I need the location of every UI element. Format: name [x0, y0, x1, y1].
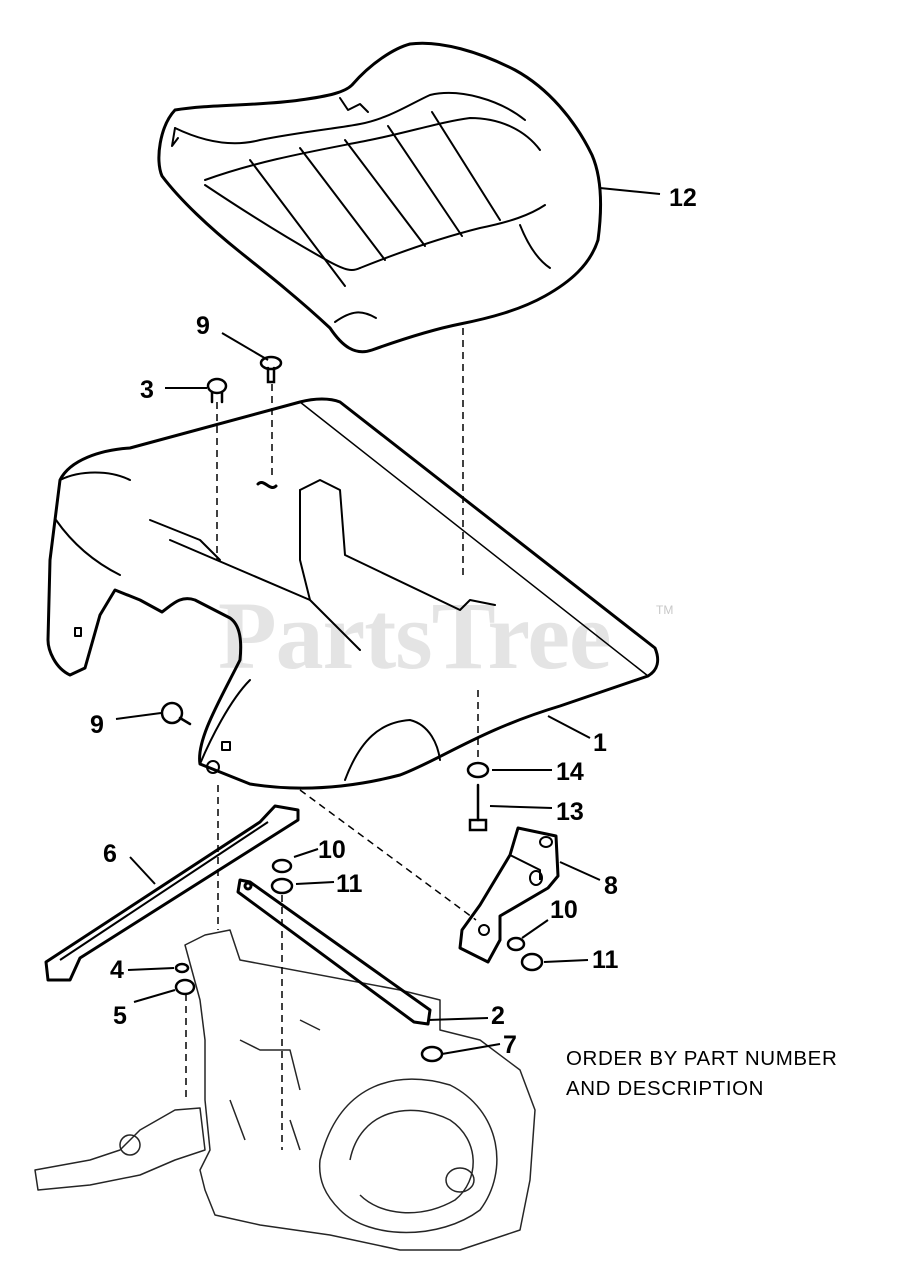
watermark: PartsTree TM [218, 582, 673, 689]
transmission-housing [34, 929, 536, 1251]
callout-13: 13 [556, 798, 584, 826]
support-bar-6 [44, 804, 300, 982]
bracket-8 [458, 826, 560, 964]
callout-10-left: 10 [318, 836, 346, 864]
callout-4: 4 [110, 956, 124, 984]
callout-9-lower: 9 [90, 711, 104, 739]
callout-7: 7 [503, 1031, 517, 1059]
order-note-line-1: ORDER BY PART NUMBER [566, 1047, 838, 1070]
callout-6: 6 [103, 840, 117, 868]
hardware [160, 355, 544, 1063]
seat-cushion [157, 41, 602, 354]
callout-1: 1 [593, 729, 607, 757]
watermark-trademark: TM [656, 603, 673, 617]
callout-12: 12 [669, 184, 697, 212]
order-note: ORDER BY PART NUMBER AND DESCRIPTION [566, 1044, 896, 1104]
callout-11-right: 11 [592, 946, 619, 974]
callouts: 12 9 3 1 9 14 13 10 11 6 8 10 11 4 5 2 7 [90, 184, 697, 1059]
seat-pan-fender [46, 397, 660, 790]
callout-5: 5 [113, 1002, 127, 1030]
callout-2: 2 [491, 1002, 505, 1030]
callout-9-upper: 9 [196, 312, 210, 340]
cross-strap-2 [236, 878, 432, 1026]
watermark-text: PartsTree [218, 582, 611, 689]
alignment-lines [185, 328, 479, 1150]
order-note-line-2: AND DESCRIPTION [566, 1077, 765, 1100]
callout-14: 14 [556, 758, 584, 786]
callout-10-right: 10 [550, 896, 578, 924]
callout-11-left: 11 [336, 870, 363, 898]
leader-lines [115, 187, 661, 1055]
callout-8: 8 [604, 872, 618, 900]
callout-3: 3 [140, 376, 154, 404]
